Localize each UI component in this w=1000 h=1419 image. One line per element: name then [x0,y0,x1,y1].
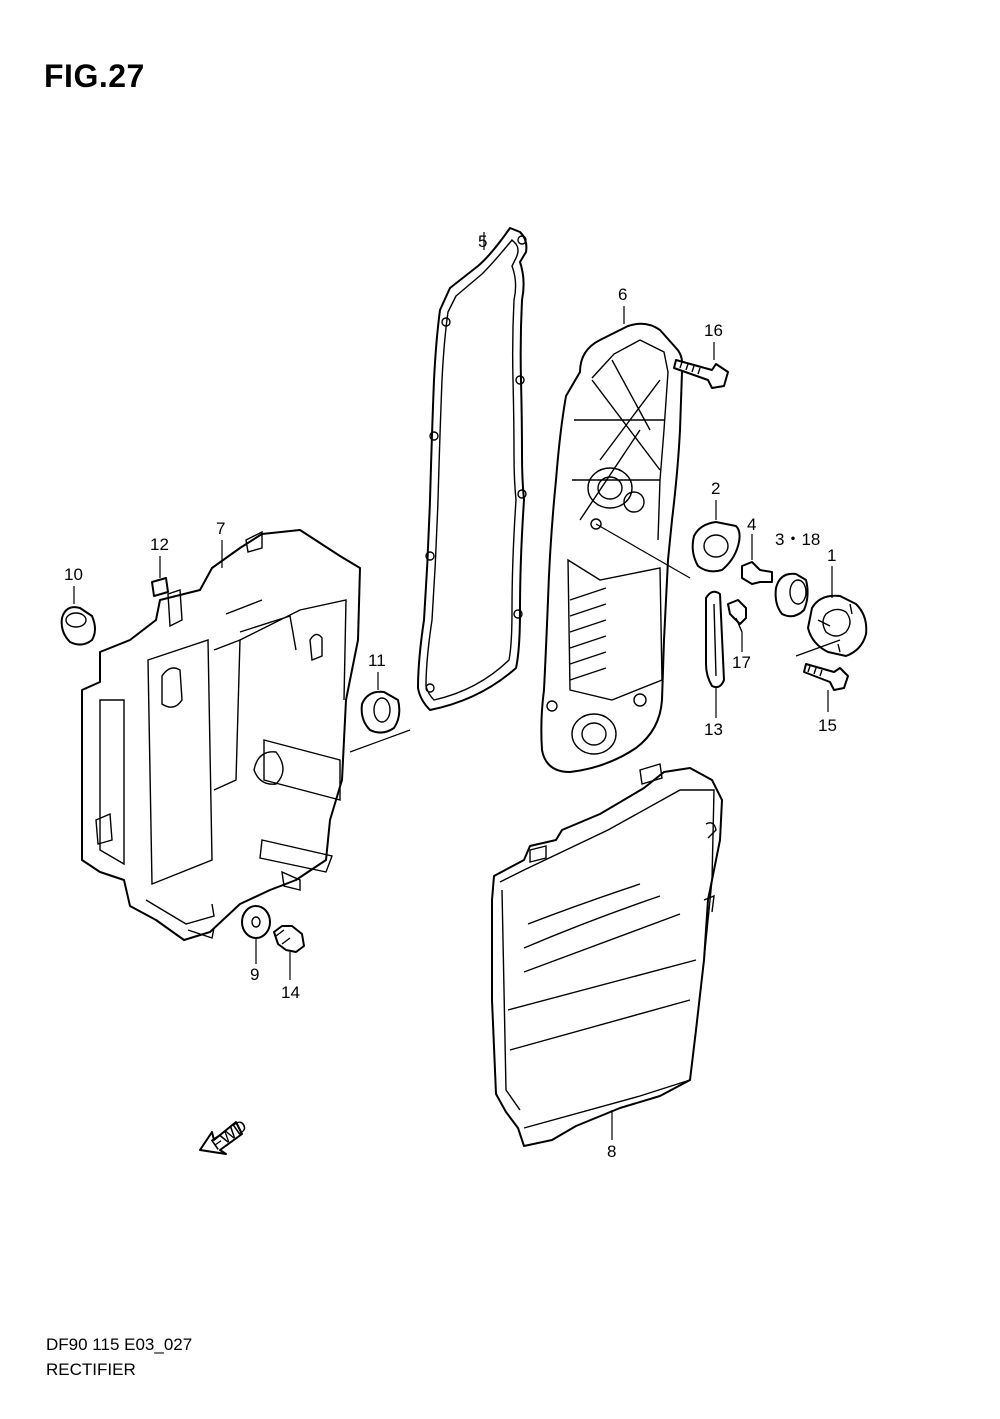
part-6-rectifier[interactable] [540,322,691,773]
part-16-bolt[interactable] [673,359,729,389]
figure-code: DF90 115 E03_027 [46,1335,193,1354]
part-2-plate[interactable] [691,521,741,573]
part-12-grommet[interactable] [151,577,169,597]
leader-lines [73,232,833,1140]
part-14-bolt[interactable] [273,925,305,953]
figure-title: FIG.27 [44,58,145,94]
callout-6: 6 [618,285,627,304]
figure-name: RECTIFIER [46,1360,136,1379]
part-11-grommet[interactable] [360,690,401,734]
callout-3-18: 3・18 [775,530,820,549]
part-4-bolt[interactable] [741,561,773,585]
callout-7: 7 [216,519,225,538]
callout-11: 11 [368,651,386,670]
callout-5: 5 [478,232,487,251]
callout-labels: 1 2 3・18 4 5 6 7 8 9 10 11 12 13 14 15 1… [64,232,837,1161]
fwd-arrow-icon: FWD [199,1116,251,1155]
callout-4: 4 [747,515,756,534]
part-10-grommet[interactable] [60,606,96,646]
callout-8: 8 [607,1142,616,1161]
callout-15: 15 [818,716,837,735]
callout-16: 16 [704,321,723,340]
callout-13: 13 [704,720,723,739]
callout-1: 1 [827,546,836,565]
callout-17: 17 [732,653,751,672]
part-9-washer[interactable] [241,905,271,939]
part-15-bolt[interactable] [803,663,849,691]
fwd-label: FWD [208,1116,251,1154]
part-3-18-collar[interactable] [774,572,809,618]
callout-10: 10 [64,565,83,584]
part-7-case[interactable] [81,529,411,941]
callout-14: 14 [281,983,300,1002]
part-8-cover[interactable] [491,763,723,1147]
callout-9: 9 [250,965,259,984]
part-17-bolt[interactable] [727,599,747,633]
part-5-gasket[interactable] [417,227,528,711]
callout-2: 2 [711,479,720,498]
callout-12: 12 [150,535,169,554]
part-13-strap[interactable] [705,590,725,689]
